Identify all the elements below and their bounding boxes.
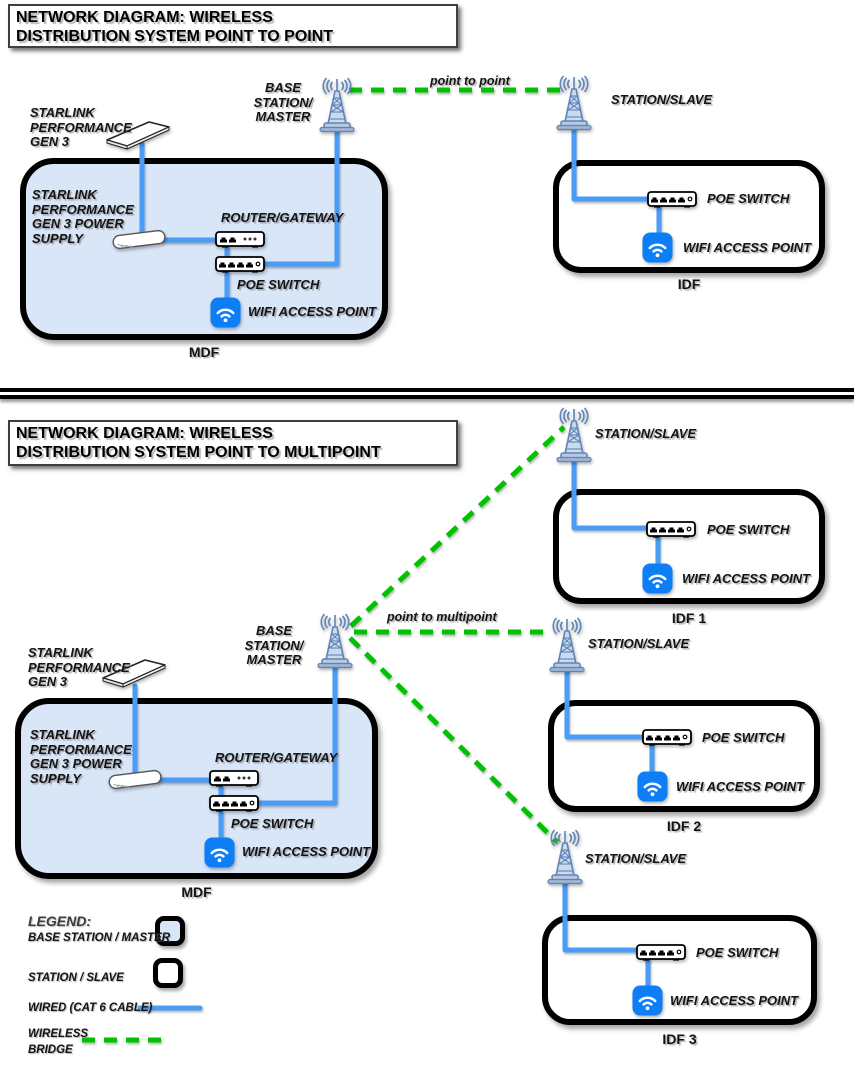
d2-idf3-wifi-icon bbox=[632, 985, 663, 1016]
d1-title-line1: NETWORK DIAGRAM: WIRELESS bbox=[16, 9, 273, 26]
d1-wifi-label: WIFI ACCESS POINT bbox=[248, 304, 377, 319]
d1-mdf-name: MDF bbox=[188, 344, 220, 360]
d1-psu-label: STARLINK PERFORMANCE GEN 3 POWER SUPPLY bbox=[32, 187, 134, 246]
d2-psu-label: STARLINK PERFORMANCE GEN 3 POWER SUPPLY bbox=[30, 727, 132, 786]
d2-idf3-slave-label: STATION/SLAVE bbox=[585, 851, 687, 866]
d2-idf1-wifi-icon bbox=[642, 563, 673, 594]
d1-dish-label: STARLINK PERFORMANCE GEN 3 bbox=[30, 105, 132, 149]
d1-poe-switch-icon bbox=[215, 256, 265, 273]
d2-idf2-poe-icon bbox=[642, 729, 692, 746]
d2-idf3-name: IDF 3 bbox=[662, 1031, 697, 1047]
legend-wireless-label: WIRELESS BRIDGE bbox=[28, 1028, 89, 1056]
legend-title: LEGEND: bbox=[28, 913, 91, 929]
legend-station-slave-label: STATION / SLAVE bbox=[28, 972, 124, 984]
d2-idf2-wifi-label: WIFI ACCESS POINT bbox=[676, 779, 805, 794]
d1-router-label: ROUTER/GATEWAY bbox=[221, 210, 344, 225]
d1-wifi-ap-icon bbox=[210, 297, 241, 328]
d2-wireless-to-idf3 bbox=[348, 636, 559, 844]
d2-router-icon bbox=[209, 770, 259, 787]
d1-idf-wifi-icon bbox=[642, 232, 673, 263]
d2-idf1-poe-label: POE SWITCH bbox=[707, 522, 790, 537]
d1-slave-tower-icon bbox=[546, 74, 602, 132]
d1-mdf-zone bbox=[20, 158, 388, 340]
section-divider bbox=[0, 388, 854, 399]
d1-cable-poe-to-tower bbox=[259, 124, 340, 267]
legend-base-station-swatch bbox=[155, 916, 185, 946]
d1-cable-slave-tower-to-poe bbox=[571, 123, 652, 202]
d2-idf3-poe-icon bbox=[636, 944, 686, 961]
d2-idf1-zone bbox=[553, 489, 825, 604]
d2-wireless-to-idf1 bbox=[349, 425, 566, 628]
d2-idf1-name: IDF 1 bbox=[671, 610, 707, 626]
d2-idf1-wifi-label: WIFI ACCESS POINT bbox=[682, 571, 811, 586]
d1-title-line2: DISTRIBUTION SYSTEM POINT TO POINT bbox=[16, 28, 334, 45]
d1-base-tower-icon bbox=[309, 76, 365, 134]
d2-wifi-label: WIFI ACCESS POINT bbox=[242, 844, 371, 859]
d2-idf1-tower-icon bbox=[546, 406, 602, 464]
d2-idf1-slave-label: STATION/SLAVE bbox=[595, 426, 697, 441]
d2-idf2-name: IDF 2 bbox=[666, 818, 702, 834]
d2-poe-switch-icon bbox=[209, 795, 259, 812]
d1-idf-name: IDF bbox=[677, 276, 701, 292]
d1-poe-label: POE SWITCH bbox=[237, 277, 320, 292]
legend-wired-label: WIRED (CAT 6 CABLE) bbox=[28, 1002, 153, 1014]
d2-idf2-cable-tower-to-poe bbox=[564, 665, 646, 740]
d2-mdf-zone bbox=[15, 698, 378, 879]
d2-idf2-slave-label: STATION/SLAVE bbox=[588, 636, 690, 651]
d2-router-label: ROUTER/GATEWAY bbox=[215, 750, 338, 765]
d2-idf2-zone bbox=[548, 700, 820, 812]
d1-idf-wifi-label: WIFI ACCESS POINT bbox=[683, 240, 812, 255]
d1-title-box: NETWORK DIAGRAM: WIRELESS DISTRIBUTION S… bbox=[8, 4, 458, 48]
d2-link-label: point to multipoint bbox=[387, 610, 497, 624]
d1-router-icon bbox=[215, 231, 265, 248]
d1-idf-poe-icon bbox=[647, 191, 697, 208]
d2-idf1-poe-icon bbox=[646, 521, 696, 538]
d2-idf3-wifi-label: WIFI ACCESS POINT bbox=[670, 993, 799, 1008]
d2-title-line2: DISTRIBUTION SYSTEM POINT TO MULTIPOINT bbox=[16, 444, 381, 461]
d2-title-line1: NETWORK DIAGRAM: WIRELESS bbox=[16, 425, 273, 442]
d1-base-station-label: BASE STATION/ MASTER bbox=[253, 80, 313, 124]
d2-base-tower-icon bbox=[307, 612, 363, 670]
d2-mdf-name: MDF bbox=[181, 884, 212, 900]
d2-idf2-poe-label: POE SWITCH bbox=[702, 730, 785, 745]
d1-idf-zone bbox=[553, 160, 825, 273]
d2-idf2-wifi-icon bbox=[637, 771, 668, 802]
d2-idf3-cable-tower-to-poe bbox=[562, 877, 640, 953]
d1-idf-poe-label: POE SWITCH bbox=[707, 191, 790, 206]
legend-base-station-label: BASE STATION / MASTER bbox=[28, 932, 171, 944]
d2-wifi-ap-icon bbox=[204, 837, 235, 868]
d2-idf3-zone bbox=[542, 915, 817, 1025]
legend-station-slave-swatch bbox=[153, 958, 183, 988]
d2-cable-poe-to-tower bbox=[253, 660, 338, 806]
d2-title-box: NETWORK DIAGRAM: WIRELESS DISTRIBUTION S… bbox=[8, 420, 458, 466]
d2-poe-label: POE SWITCH bbox=[231, 816, 314, 831]
d1-link-label: point to point bbox=[430, 74, 510, 88]
d2-base-station-label: BASE STATION/ MASTER bbox=[244, 623, 304, 667]
d2-idf1-cable-tower-to-poe bbox=[571, 455, 651, 531]
d2-idf3-poe-label: POE SWITCH bbox=[696, 945, 779, 960]
d2-dish-label: STARLINK PERFORMANCE GEN 3 bbox=[28, 645, 130, 689]
d1-slave-label: STATION/SLAVE bbox=[611, 92, 713, 107]
